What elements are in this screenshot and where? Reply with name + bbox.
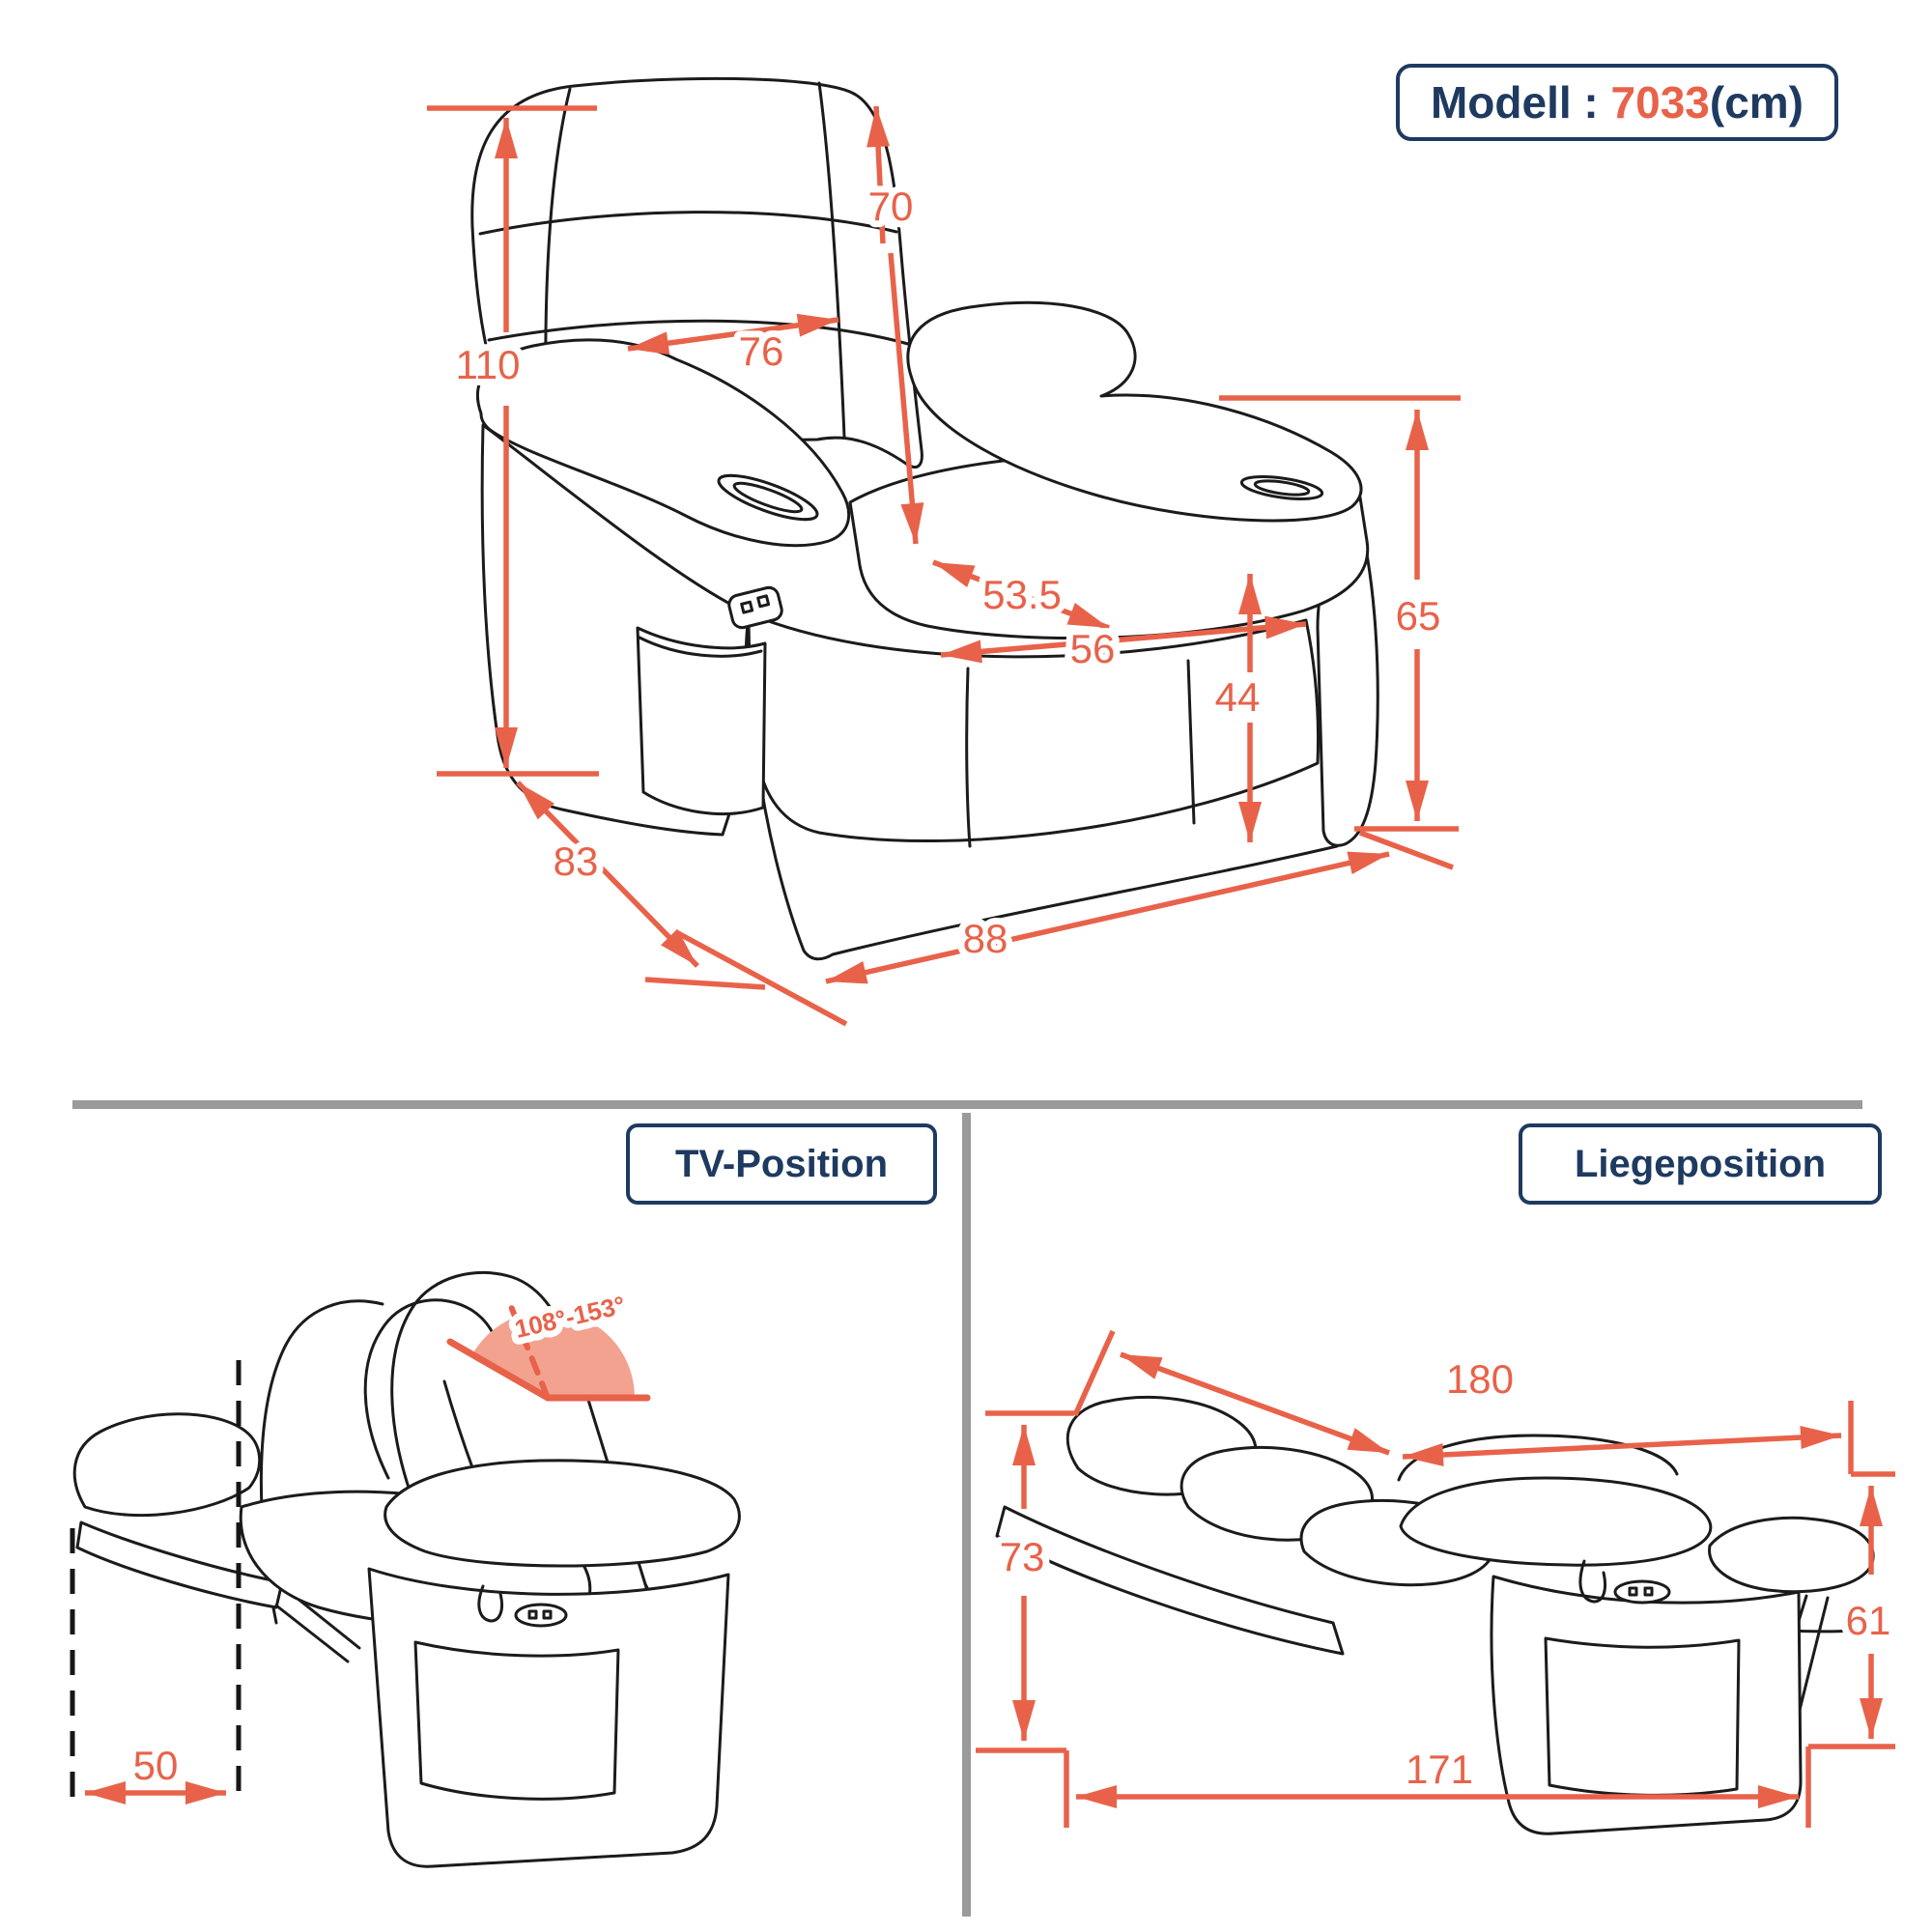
dim-seat-height: 44 [1215,674,1261,720]
dim-total-height: 110 [456,342,521,387]
dim-seat-width: 56 [1070,626,1116,671]
dim-width: 88 [963,916,1009,961]
dim-lie-back-height: 73 [1000,1534,1045,1579]
horizontal-divider [72,1100,1862,1109]
dim-lie-total-length: 180 [1446,1356,1514,1402]
section-dividers [72,1100,1862,1917]
liegeposition-dimensions: 73 180 61 171 [976,1329,1897,1828]
dim-seat-depth: 53.5 [982,572,1062,617]
front-view-dimensions: 110 70 76 53.5 56 44 65 83 88 [427,105,1461,1027]
tv-position-label: TV-Position [675,1142,888,1185]
vertical-divider [962,1113,971,1917]
recliner-flat-view [995,1395,1875,1835]
model-number: 7033 [1610,77,1710,128]
dim-tv-extension: 50 [133,1743,179,1788]
section-label-lie: Liegeposition [1519,1123,1882,1205]
dim-lie-floor-length: 171 [1406,1747,1473,1792]
dim-armrest-height: 65 [1396,593,1441,639]
recliner-front-view [470,76,1379,961]
model-title-prefix: Modell : [1430,77,1611,128]
liegeposition-label: Liegeposition [1575,1142,1826,1185]
recliner-tv-position-view [72,1270,741,1868]
dim-back-height: 70 [868,184,914,229]
angle-fan-icon [446,1301,651,1402]
section-label-tv: TV-Position [626,1123,937,1205]
model-title-unit: (cm) [1709,77,1804,128]
model-title-box: Modell : 7033(cm) [1396,64,1838,141]
dim-depth: 83 [554,838,599,884]
dim-lie-foot-height: 61 [1846,1598,1891,1643]
dim-back-width: 76 [739,328,784,374]
